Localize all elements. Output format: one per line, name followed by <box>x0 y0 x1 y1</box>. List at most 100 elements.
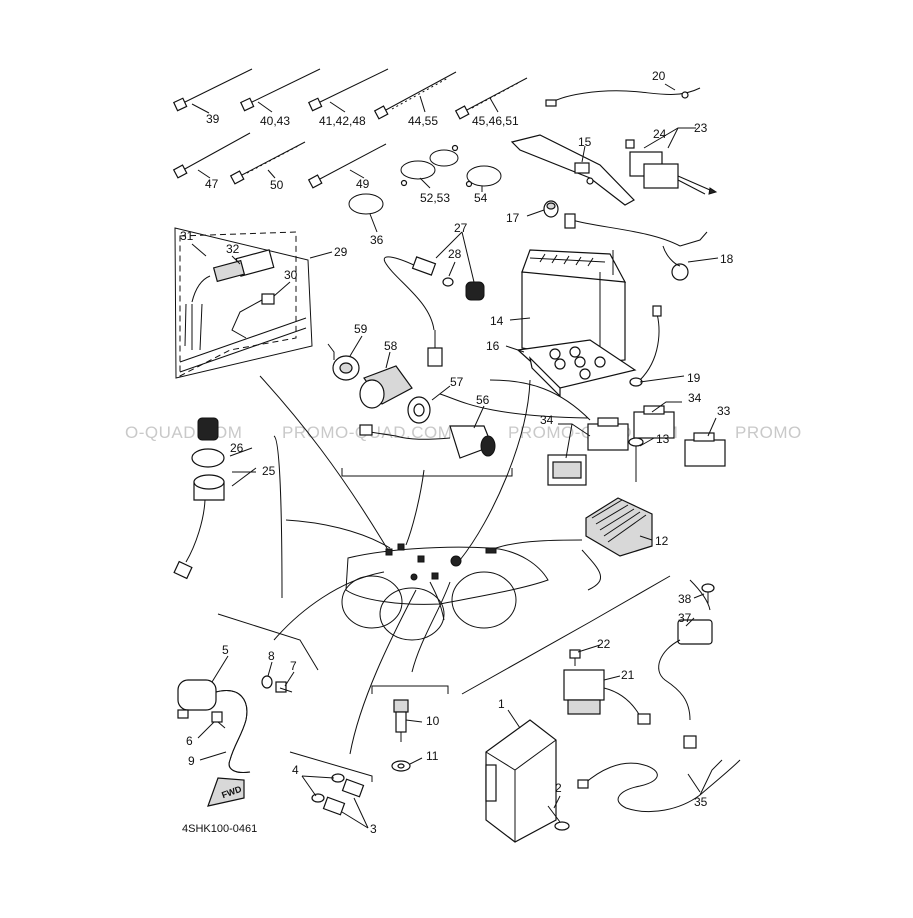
callout-8: 8 <box>268 649 275 663</box>
callout-leaders <box>191 83 719 829</box>
callout-31: 31 <box>180 229 194 243</box>
cable-tie-39 <box>172 68 253 112</box>
callout-23: 23 <box>694 121 708 135</box>
nut-57 <box>407 396 431 424</box>
vehicle-outline <box>341 543 549 641</box>
fwd-arrow: FWD <box>207 777 245 807</box>
callout-32: 32 <box>226 242 240 256</box>
callout-20: 20 <box>652 69 666 83</box>
callout-24: 24 <box>653 127 667 141</box>
callout-4: 4 <box>292 763 299 777</box>
callout-49: 49 <box>356 177 370 191</box>
callout-45-46-51: 45,46,51 <box>472 114 519 128</box>
wire-clamps-52-53 <box>400 144 459 187</box>
callout-35: 35 <box>694 795 708 809</box>
callout-34-left: 34 <box>540 413 554 427</box>
callout-11: 11 <box>426 749 439 763</box>
harness-35 <box>577 759 741 813</box>
wire-clamp-54 <box>465 165 502 188</box>
relay-21 <box>563 669 651 725</box>
callout-12: 12 <box>655 534 669 548</box>
cable-tie-47 <box>172 132 251 179</box>
switch-10 <box>393 699 409 742</box>
callout-16: 16 <box>486 339 500 353</box>
callout-21: 21 <box>621 668 635 682</box>
callout-1: 1 <box>498 697 505 711</box>
grouping-lines <box>217 343 711 782</box>
relay-33 <box>684 432 726 467</box>
cable-ties-group <box>172 68 528 215</box>
watermark-text-1: O-QUAD.COM <box>125 423 242 442</box>
battery-14 <box>521 249 627 363</box>
relay-assembly-23-24 <box>625 139 718 195</box>
callout-6: 6 <box>186 734 193 748</box>
bolt-13 <box>628 437 644 482</box>
callout-27: 27 <box>454 221 468 235</box>
cable-tie-40-43 <box>239 68 321 112</box>
callout-39: 39 <box>206 112 220 126</box>
callout-57: 57 <box>450 375 464 389</box>
callout-38: 38 <box>678 592 692 606</box>
battery-band-19 <box>612 250 662 387</box>
callout-22: 22 <box>597 637 611 651</box>
callout-3: 3 <box>370 822 377 836</box>
bolt-38 <box>701 583 715 604</box>
diagram-code: 4SHK100-0461 <box>182 823 257 835</box>
callout-19: 19 <box>687 371 701 385</box>
callout-10: 10 <box>426 714 440 728</box>
bolt-7 <box>275 681 293 693</box>
battery-box-16 <box>516 339 637 398</box>
washer-8 <box>261 675 273 689</box>
relay-37 <box>658 619 713 749</box>
callout-30: 30 <box>284 268 298 282</box>
callout-15: 15 <box>578 135 592 149</box>
harness-27 <box>383 256 443 367</box>
wire-harness-box-29 <box>174 227 313 379</box>
bracket-15 <box>510 134 635 206</box>
callout-7: 7 <box>290 659 297 673</box>
callout-36: 36 <box>370 233 384 247</box>
bolt-22 <box>569 649 581 666</box>
cap-28 <box>442 277 485 301</box>
ignition-coil-5 <box>177 679 251 773</box>
watermark-text-4: PROMO <box>735 423 802 442</box>
callout-47: 47 <box>205 177 219 191</box>
callout-labels: 39 40,43 41,42,48 44,55 45,46,51 47 50 4… <box>180 69 734 836</box>
battery-cable-18 <box>564 213 708 281</box>
bolt-2 <box>547 805 570 831</box>
callout-5: 5 <box>222 643 229 657</box>
callout-33: 33 <box>717 404 731 418</box>
callout-17: 17 <box>506 211 520 225</box>
socket-56 <box>359 424 496 459</box>
callout-44-55: 44,55 <box>408 114 438 128</box>
callout-54: 54 <box>474 191 488 205</box>
rectifier-regulator-12 <box>585 497 653 557</box>
callout-41-42-48: 41,42,48 <box>319 114 366 128</box>
sensor-3-4 <box>311 773 365 816</box>
cable-tie-49 <box>307 143 387 189</box>
callout-2: 2 <box>555 781 562 795</box>
relay-34-left <box>587 417 629 451</box>
rubber-grommet-59 <box>332 355 360 381</box>
damper-17 <box>543 200 559 218</box>
callout-50: 50 <box>270 178 284 192</box>
bolt-6 <box>211 711 226 729</box>
callout-34-right: 34 <box>688 391 702 405</box>
cable-tie-41-42-48 <box>307 68 389 112</box>
callout-13: 13 <box>656 432 670 446</box>
washer-11 <box>391 760 411 772</box>
callout-40-43: 40,43 <box>260 114 290 128</box>
callout-29: 29 <box>334 245 348 259</box>
callout-9: 9 <box>188 754 195 768</box>
horn-58 <box>359 365 413 409</box>
cdi-unit-1 <box>485 719 557 843</box>
callout-58: 58 <box>384 339 398 353</box>
callout-18: 18 <box>720 252 734 266</box>
callout-56: 56 <box>476 393 490 407</box>
main-switch-25 <box>173 417 225 580</box>
callout-26: 26 <box>230 441 244 455</box>
callout-14: 14 <box>490 314 504 328</box>
cable-tie-44-55 <box>373 71 457 120</box>
callout-28: 28 <box>448 247 462 261</box>
